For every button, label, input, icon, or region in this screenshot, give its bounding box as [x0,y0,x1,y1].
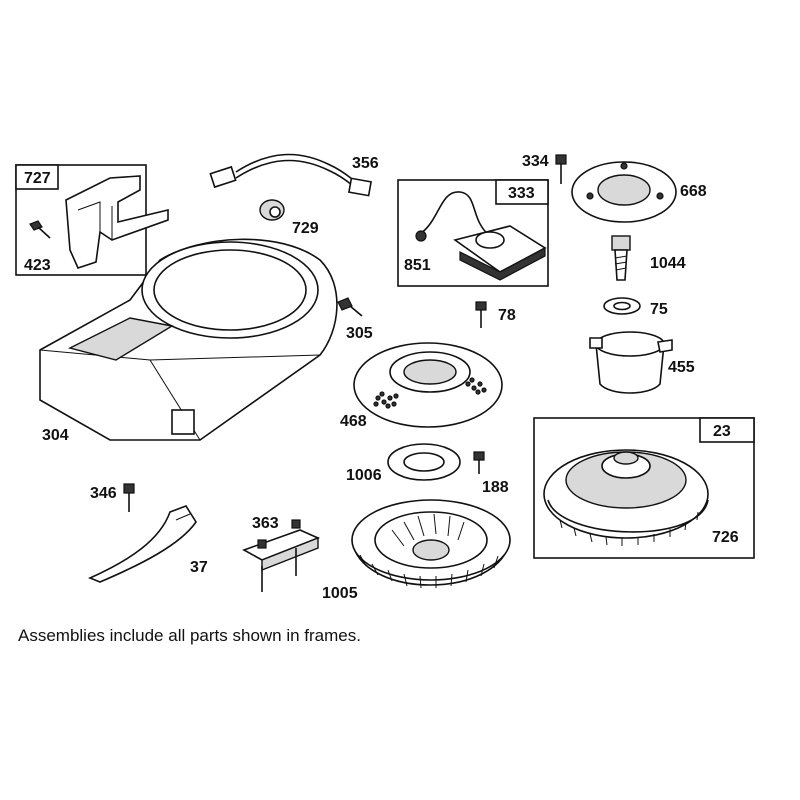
frame-23: 23 [533,417,755,559]
label-363: 363 [252,515,279,532]
label-727: 727 [24,170,51,187]
screw-334 [555,154,567,184]
screen-mesh-left [373,391,399,409]
label-333: 333 [508,185,535,202]
label-726: 726 [712,529,739,546]
screw-188 [473,451,485,474]
baffle-part [65,175,169,269]
bracket-37 [87,505,197,583]
bolt-1044 [611,235,631,281]
label-729: 729 [292,220,319,237]
label-304: 304 [42,427,69,444]
screw-346 [123,483,135,512]
label-423: 423 [24,257,51,274]
washer-75 [603,297,641,315]
fan-1005 [351,499,511,589]
label-75: 75 [650,301,668,318]
blower-housing-304 [39,238,338,441]
screen-mesh-right [465,377,487,395]
wire-356 [209,153,372,197]
label-1005: 1005 [322,585,358,602]
ring-1006 [387,443,461,481]
plate-668 [571,161,677,223]
label-1006: 1006 [346,467,382,484]
screen-468 [353,342,503,428]
label-455: 455 [668,359,695,376]
label-1044: 1044 [650,255,686,272]
label-305: 305 [346,325,373,342]
frame-727: 727 423 [15,164,169,276]
assemblies-note: Assemblies include all parts shown in fr… [18,626,361,645]
cup-455 [589,331,673,394]
grommet-729 [259,199,285,221]
label-37: 37 [190,559,208,576]
screw-423 [29,220,51,239]
screw-305 [337,297,363,317]
screw-78 [475,301,487,328]
label-334: 334 [522,153,549,170]
label-851: 851 [404,257,431,274]
label-188: 188 [482,479,509,496]
label-356: 356 [352,155,379,172]
label-78: 78 [498,307,516,324]
bracket-363 [242,519,321,592]
label-468: 468 [340,413,367,430]
label-668: 668 [680,183,707,200]
frame-333: 333 851 [397,179,549,287]
label-23: 23 [713,423,731,440]
label-346: 346 [90,485,117,502]
